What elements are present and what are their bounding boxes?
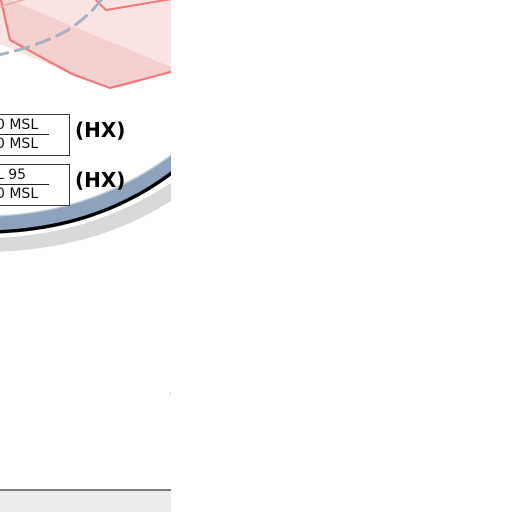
dashed-boundary-arc <box>0 0 103 57</box>
restricted-area-inner-polygon <box>94 0 171 12</box>
altitude-upper-label-2: L 95 <box>0 167 27 183</box>
zone-ring-shadow <box>0 182 171 252</box>
map-bottom-bar <box>0 489 171 512</box>
restricted-area-top-edge <box>0 0 26 8</box>
altitude-block-1[interactable]: 0 MSL 0 MSL <box>0 114 70 156</box>
altitude-block-2[interactable]: L 95 0 MSL <box>0 164 70 206</box>
map-panel[interactable]: 0 MSL 0 MSL (HX) L 95 0 MSL (HX) <box>0 0 171 512</box>
altitude-upper-label-1: 0 MSL <box>0 117 39 133</box>
hours-label-2: (HX) <box>75 168 126 192</box>
altitude-lower-label-2: 0 MSL <box>0 186 39 202</box>
altitude-divider-2 <box>0 184 49 185</box>
zone-ring-inner-edge <box>0 154 171 217</box>
hours-label-1: (HX) <box>75 118 126 142</box>
restricted-area-polygon <box>0 0 171 90</box>
altitude-lower-label-1: 0 MSL <box>0 136 39 152</box>
zone-ring-band <box>0 155 171 232</box>
altitude-divider-1 <box>0 134 49 135</box>
map-canvas[interactable] <box>0 0 171 512</box>
panel-edge-mark <box>170 392 171 396</box>
zone-outline <box>0 171 171 234</box>
